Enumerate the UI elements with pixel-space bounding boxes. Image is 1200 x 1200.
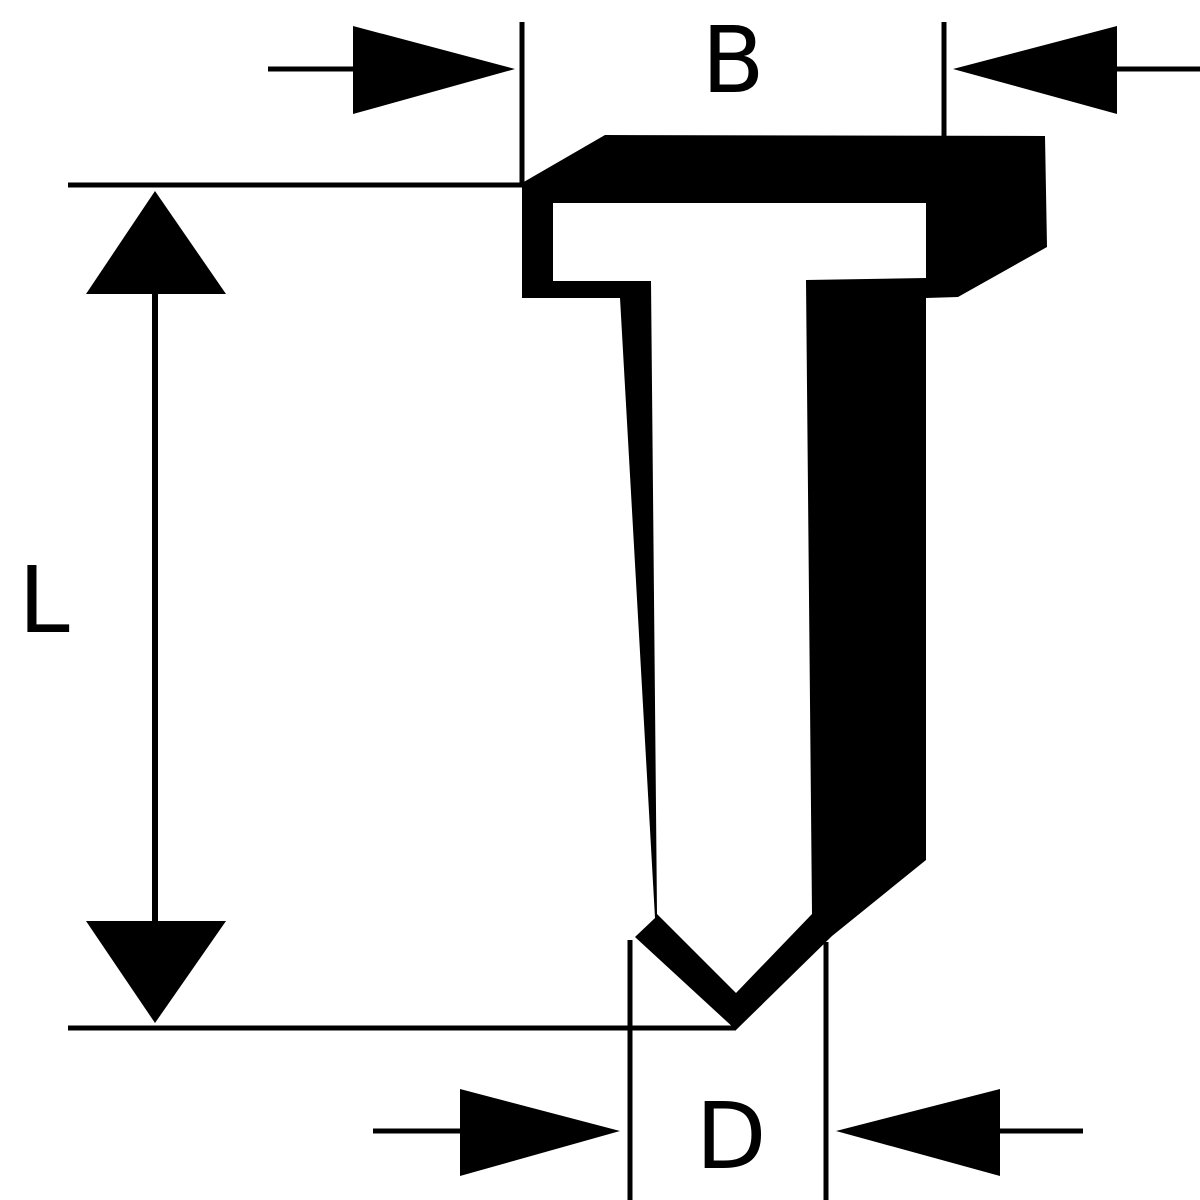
nail-drawing xyxy=(522,135,1047,1030)
arrowhead-b-left xyxy=(353,26,515,114)
arrowhead-d-right xyxy=(836,1089,1000,1176)
arrowhead-d-left xyxy=(460,1089,620,1176)
label-d: D xyxy=(696,1083,767,1190)
arrowhead-l-top xyxy=(86,191,226,294)
dimension-l xyxy=(68,182,736,1031)
label-b: B xyxy=(701,7,764,114)
nail-interior xyxy=(553,203,926,993)
arrowhead-b-right xyxy=(953,26,1117,114)
dimension-b xyxy=(268,22,1200,183)
label-l: L xyxy=(18,547,69,654)
dimension-d xyxy=(373,940,1083,1200)
arrowhead-l-bottom xyxy=(86,921,226,1023)
